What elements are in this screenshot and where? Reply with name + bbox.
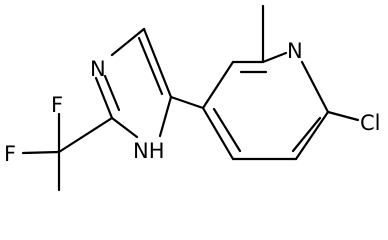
bond <box>201 60 235 110</box>
atom-label-fluorine-bottom: F <box>4 142 16 166</box>
atom-label-chlorine: Cl <box>360 111 381 135</box>
bond <box>201 106 235 161</box>
atom-label-imidazole-n: N <box>90 57 106 81</box>
atom-label-imidazole-nh: NH <box>133 139 165 163</box>
bond <box>158 95 173 138</box>
molecule-diagram: N Cl N NH F F <box>4 4 381 192</box>
bond <box>21 150 61 155</box>
structure-drawing: N Cl N NH F F <box>4 4 381 192</box>
bond <box>110 27 146 57</box>
atom-label-fluorine-top: F <box>51 93 63 117</box>
bond <box>103 74 121 112</box>
bond <box>169 95 205 110</box>
bond <box>142 27 173 99</box>
bond <box>110 116 139 139</box>
bond <box>137 36 164 96</box>
bond <box>300 60 330 114</box>
bond <box>294 110 330 161</box>
atom-label-pyridine-n: N <box>287 39 303 63</box>
bond <box>326 110 360 122</box>
bond <box>261 51 288 64</box>
bond <box>94 76 114 120</box>
bond <box>57 116 114 154</box>
bond <box>212 107 242 153</box>
bond <box>291 116 322 153</box>
